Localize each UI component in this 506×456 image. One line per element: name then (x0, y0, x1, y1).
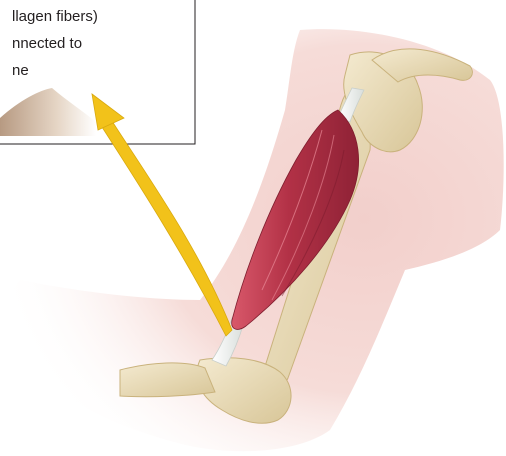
callout-line-2: nnected to (12, 35, 82, 52)
callout-line-3: ne (12, 62, 29, 79)
callout-line-1: llagen fibers) (12, 8, 98, 25)
